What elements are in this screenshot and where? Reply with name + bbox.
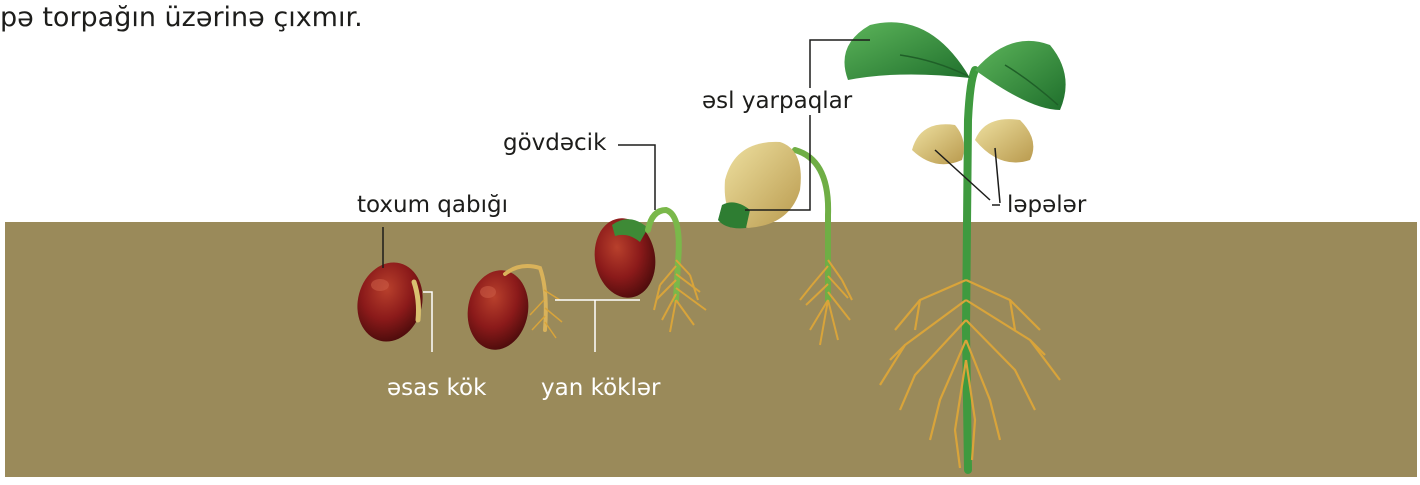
label-seed-coat: toxum qabığı <box>357 192 508 218</box>
label-cotyledons: ləpələr <box>1007 192 1086 218</box>
label-stem: gövdəcik <box>503 130 606 156</box>
soil <box>5 222 1417 477</box>
intro-text: pə torpağın üzərinə çıxmır. <box>0 2 363 33</box>
label-side-roots: yan köklər <box>541 375 660 401</box>
label-main-root: əsas kök <box>387 375 486 401</box>
label-true-leaves: əsl yarpaqlar <box>702 88 852 114</box>
